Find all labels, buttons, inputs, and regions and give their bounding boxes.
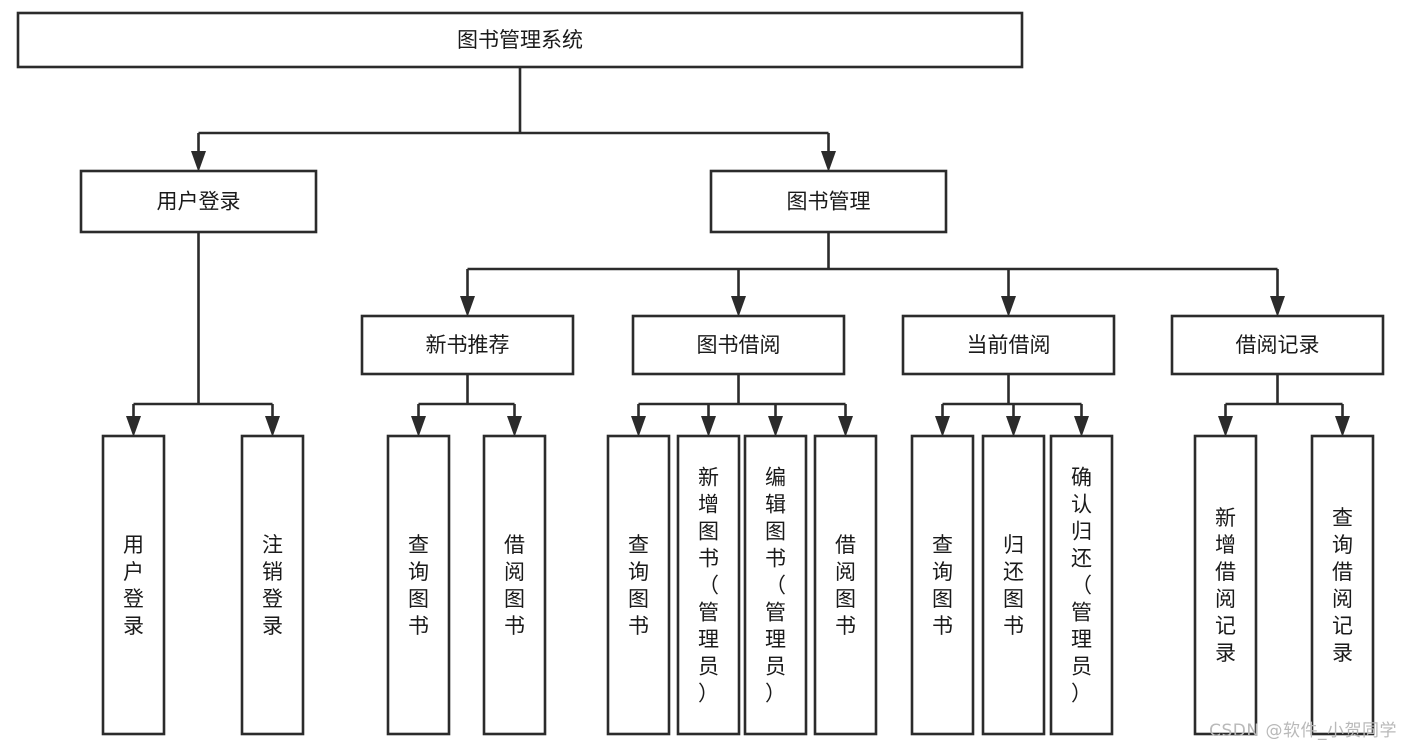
node-label-root: 图书管理系统	[457, 28, 583, 52]
arrow-head-icon	[1218, 416, 1233, 437]
arrow-head-icon	[1335, 416, 1350, 437]
node-label-leaf-query-borrow-record: 查询借阅记录	[1332, 506, 1353, 665]
arrow-head-icon	[731, 296, 746, 317]
node-leaf-add-borrow-record[interactable]: 新增借阅记录	[1193, 434, 1258, 736]
node-box-leaf-add-borrow-record	[1193, 434, 1258, 736]
node-label-leaf-edit-book-admin: 编辑图书（管理员）	[765, 466, 786, 706]
node-leaf-borrow-book-1[interactable]: 借阅图书	[482, 434, 547, 736]
node-box-root	[16, 11, 1024, 69]
node-box-leaf-confirm-return-admin	[1049, 434, 1114, 736]
node-label-leaf-query-book-2: 查询图书	[628, 533, 649, 638]
node-label-book-borrow: 图书借阅	[697, 333, 781, 357]
node-box-new-book-recommend	[360, 314, 575, 376]
watermark-text: CSDN @软件_小贺同学	[1209, 721, 1397, 741]
node-box-leaf-borrow-book-1	[482, 434, 547, 736]
node-box-leaf-query-book-2	[606, 434, 671, 736]
node-new-book-recommend[interactable]: 新书推荐	[360, 314, 575, 376]
node-label-leaf-borrow-book-2: 借阅图书	[835, 533, 856, 638]
arrow-head-icon	[191, 151, 206, 172]
node-label-book-management: 图书管理	[787, 190, 871, 214]
arrow-head-icon	[1074, 416, 1089, 437]
node-box-borrow-record	[1170, 314, 1385, 376]
node-box-leaf-query-borrow-record	[1310, 434, 1375, 736]
node-box-leaf-add-book-admin	[676, 434, 741, 736]
edge-group-new-book-recommend	[411, 374, 522, 437]
arrow-head-icon	[126, 416, 141, 437]
arrow-head-icon	[1001, 296, 1016, 317]
node-leaf-borrow-book-2[interactable]: 借阅图书	[813, 434, 878, 736]
node-leaf-user-login[interactable]: 用户登录	[101, 434, 166, 736]
arrow-head-icon	[1006, 416, 1021, 437]
arrow-head-icon	[935, 416, 950, 437]
edge-group-root	[191, 67, 836, 172]
node-label-leaf-user-logout: 注销登录	[262, 533, 283, 638]
node-leaf-add-book-admin[interactable]: 新增图书（管理员）	[676, 434, 741, 736]
node-box-user-login	[79, 169, 318, 234]
connector-layer	[126, 67, 1350, 437]
node-leaf-query-book-1[interactable]: 查询图书	[386, 434, 451, 736]
node-label-borrow-record: 借阅记录	[1236, 333, 1320, 357]
node-leaf-query-borrow-record[interactable]: 查询借阅记录	[1310, 434, 1375, 736]
node-book-management[interactable]: 图书管理	[709, 169, 948, 234]
node-label-leaf-borrow-book-1: 借阅图书	[504, 533, 525, 638]
node-book-borrow[interactable]: 图书借阅	[631, 314, 846, 376]
node-borrow-record[interactable]: 借阅记录	[1170, 314, 1385, 376]
node-box-leaf-user-logout	[240, 434, 305, 736]
node-box-leaf-return-book	[981, 434, 1046, 736]
node-box-leaf-edit-book-admin	[743, 434, 808, 736]
arrow-head-icon	[701, 416, 716, 437]
node-label-leaf-confirm-return-admin: 确认归还（管理员）	[1071, 466, 1092, 706]
node-label-user-login: 用户登录	[157, 190, 241, 214]
node-leaf-query-book-3[interactable]: 查询图书	[910, 434, 975, 736]
node-label-new-book-recommend: 新书推荐	[426, 333, 510, 357]
node-box-leaf-query-book-3	[910, 434, 975, 736]
arrow-head-icon	[507, 416, 522, 437]
node-user-login[interactable]: 用户登录	[79, 169, 318, 234]
node-box-leaf-query-book-1	[386, 434, 451, 736]
arrow-head-icon	[460, 296, 475, 317]
node-box-book-borrow	[631, 314, 846, 376]
edge-group-user-login	[126, 232, 280, 437]
edge-group-book-management	[460, 232, 1285, 317]
node-label-leaf-user-login: 用户登录	[123, 533, 144, 638]
node-label-leaf-query-book-1: 查询图书	[408, 533, 429, 638]
node-leaf-return-book[interactable]: 归还图书	[981, 434, 1046, 736]
node-root[interactable]: 图书管理系统	[16, 11, 1024, 69]
node-current-borrow[interactable]: 当前借阅	[901, 314, 1116, 376]
edge-group-borrow-record	[1218, 374, 1350, 437]
edge-group-current-borrow	[935, 374, 1089, 437]
node-leaf-user-logout[interactable]: 注销登录	[240, 434, 305, 736]
node-leaf-edit-book-admin[interactable]: 编辑图书（管理员）	[743, 434, 808, 736]
node-layer: 图书管理系统用户登录图书管理新书推荐图书借阅当前借阅借阅记录用户登录注销登录查询…	[16, 11, 1385, 736]
arrow-head-icon	[838, 416, 853, 437]
node-box-leaf-borrow-book-2	[813, 434, 878, 736]
arrow-head-icon	[821, 151, 836, 172]
edge-group-book-borrow	[631, 374, 853, 437]
arrow-head-icon	[1270, 296, 1285, 317]
node-label-leaf-add-book-admin: 新增图书（管理员）	[698, 466, 719, 706]
node-label-leaf-return-book: 归还图书	[1003, 533, 1024, 638]
node-label-leaf-query-book-3: 查询图书	[932, 533, 953, 638]
node-box-leaf-user-login	[101, 434, 166, 736]
arrow-head-icon	[411, 416, 426, 437]
node-leaf-confirm-return-admin[interactable]: 确认归还（管理员）	[1049, 434, 1114, 736]
node-leaf-query-book-2[interactable]: 查询图书	[606, 434, 671, 736]
arrow-head-icon	[631, 416, 646, 437]
node-box-current-borrow	[901, 314, 1116, 376]
arrow-head-icon	[768, 416, 783, 437]
node-label-current-borrow: 当前借阅	[967, 333, 1051, 357]
node-label-leaf-add-borrow-record: 新增借阅记录	[1215, 506, 1236, 665]
node-box-book-management	[709, 169, 948, 234]
arrow-head-icon	[265, 416, 280, 437]
